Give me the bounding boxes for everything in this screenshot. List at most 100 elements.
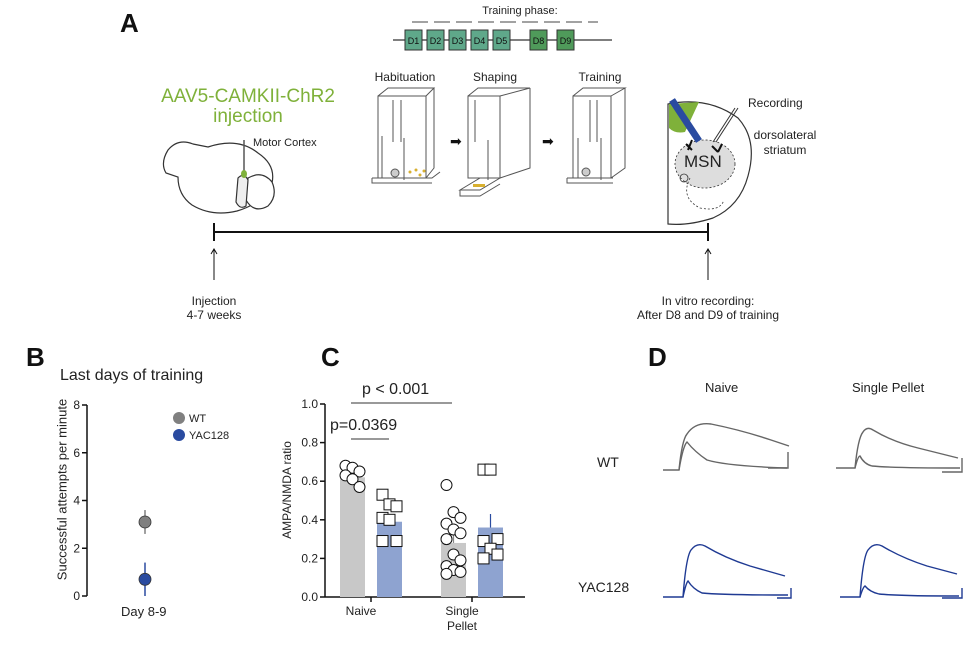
brain-slice-icon [667, 98, 752, 225]
chart-c-bar-wt-0 [340, 477, 365, 597]
stage-shaping: Shaping [472, 70, 518, 84]
chart-c-point [454, 511, 467, 524]
day-box-d2 [426, 29, 445, 51]
timeline-right-line2: After D8 and D9 of training [636, 308, 780, 322]
injection-title-line1: AAV5-CAMKII-ChR2 [161, 86, 335, 107]
chart-c-ytick-label: 0.0 [301, 590, 318, 604]
day-label-d3: D3 [452, 36, 464, 46]
day-label-d8: D8 [533, 36, 545, 46]
chart-b-legend-marker-wt [173, 412, 185, 424]
chart-c-point [346, 473, 359, 486]
xcat-single-line2: Pellet [446, 619, 478, 633]
timeline-left-line1: Injection [191, 294, 237, 308]
chart-c-point [491, 533, 504, 546]
timeline [210, 223, 712, 280]
sig-label-1: p < 0.001 [362, 381, 430, 398]
trace-wt-naive-nmda [663, 423, 790, 471]
injection-title: AAV5-CAMKII-ChR2 injection [148, 87, 348, 127]
row-yac-label: YAC128 [578, 579, 630, 595]
chart-b-legend-label-wt: WT [189, 413, 206, 425]
trace-yac-single-ampa [859, 585, 960, 598]
chart-b-ytick-label: 6 [73, 446, 80, 460]
panel-c-label: C [321, 342, 340, 372]
chart-c-point [390, 535, 403, 548]
optic-fiber-icon [669, 98, 702, 143]
chart-c-point [484, 463, 497, 476]
day-box-d9 [556, 29, 575, 51]
chart-c-bar-yac128-0 [377, 521, 402, 597]
chart-c-point [440, 479, 453, 492]
recording-electrode-icon [712, 107, 736, 143]
scalebar-yac-naive [777, 588, 792, 599]
chart-c-point [440, 533, 453, 546]
panel-d-label: D [648, 342, 667, 372]
timeline-left-line2: 4-7 weeks [186, 308, 242, 322]
day-box-d5 [492, 29, 511, 51]
chart-b-title: Last days of training [60, 367, 204, 384]
day-label-d2: D2 [430, 36, 442, 46]
chart-c-point [390, 500, 403, 513]
motor-cortex-label: Motor Cortex [253, 137, 317, 149]
pellets-icon [408, 168, 426, 177]
day-box-d3 [448, 29, 467, 51]
training-box-icon [566, 87, 627, 184]
panel-a-label: A [120, 8, 139, 38]
shaping-box-icon [458, 87, 531, 197]
chart-b-ytick-label: 4 [73, 494, 80, 508]
trace-wt-naive-ampa [678, 440, 788, 471]
chart-c-ytick-label: 0.4 [301, 513, 318, 527]
xcat-single-line1: Single [445, 604, 479, 618]
scalebar-yac-single [942, 588, 963, 599]
day-box-d1 [404, 29, 423, 51]
chart-c-point [477, 552, 490, 565]
chart-b-xcat: Day 8-9 [121, 604, 167, 619]
panel-b-label: B [26, 342, 45, 372]
trace-wt-single-ampa [854, 455, 961, 469]
chart-b-legend-label-yac128: YAC128 [189, 430, 229, 442]
sig-label-2: p=0.0369 [330, 417, 398, 434]
chart-c-point [353, 480, 366, 493]
chart-c-point [440, 567, 453, 580]
region-line1: dorsolateral [753, 128, 817, 142]
injection-site-icon [241, 170, 247, 178]
chart-c-xcat-single: Single Pellet [432, 604, 492, 634]
day-box-d4 [470, 29, 489, 51]
chart-c-point [454, 527, 467, 540]
region-label: dorsolateral striatum [735, 128, 835, 158]
row-wt-label: WT [597, 454, 619, 470]
day-label-d5: D5 [496, 36, 508, 46]
chart-b-ytick-label: 2 [73, 541, 80, 555]
training-phase-title: Training phase: [482, 5, 558, 17]
chart-b-ytick-label: 0 [73, 589, 80, 603]
chart-c-ytick-label: 0.8 [301, 436, 318, 450]
region-line2: striatum [763, 143, 807, 157]
chart-c-point [353, 465, 366, 478]
chart-c-point [376, 535, 389, 548]
chart-b-point-yac128 [138, 572, 152, 586]
pellet-tray-icon [473, 184, 485, 187]
trace-wt-single-nmda [836, 427, 959, 469]
injection-title-line2: injection [213, 106, 283, 127]
timeline-recording-label: In vitro recording: After D8 and D9 of t… [618, 294, 798, 322]
chart-b-ytick-label: 8 [73, 398, 80, 412]
chart-c-ytick-label: 0.2 [301, 551, 318, 565]
stage-habituation: Habituation [374, 70, 436, 84]
msn-label: MSN [684, 152, 722, 171]
timeline-right-line1: In vitro recording: [661, 294, 755, 308]
recording-label: Recording [748, 96, 803, 110]
chart-c-xcat-naive: Naive [345, 604, 377, 618]
brain-icon [162, 141, 275, 214]
stage-training: Training [578, 70, 622, 84]
chart-c-point [491, 548, 504, 561]
chart-b-point-wt [138, 515, 152, 529]
chart-c-point [454, 554, 467, 567]
chart-c-point [383, 513, 396, 526]
chart-c-point [454, 565, 467, 578]
chart-c-point [477, 535, 490, 548]
habituation-box-icon [371, 87, 441, 184]
